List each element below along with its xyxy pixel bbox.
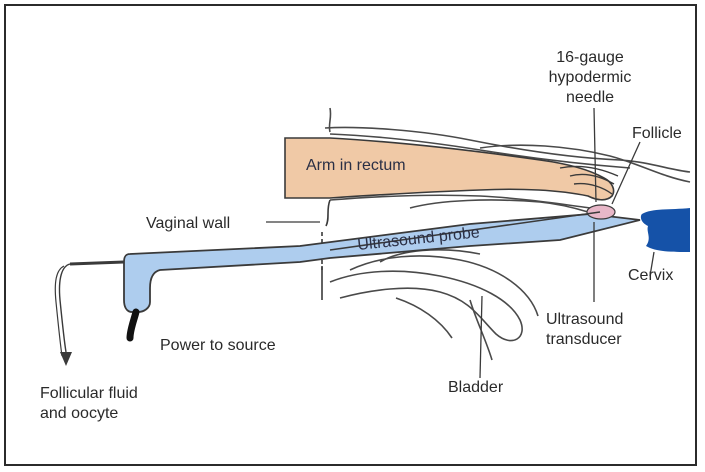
needle-label-line2: hypodermic <box>549 69 632 86</box>
cervix <box>641 208 690 252</box>
power-label: Power to source <box>160 337 276 354</box>
power-cord <box>130 312 136 338</box>
fluid-label-line1: Follicular fluid <box>40 385 138 402</box>
arm-label: Arm in rectum <box>306 157 406 174</box>
cervix-label: Cervix <box>628 267 673 284</box>
fluid-label-line2: and oocyte <box>40 405 118 422</box>
bladder-shape <box>330 250 538 360</box>
follicle-label: Follicle <box>632 125 682 142</box>
vaginal-wall-label: Vaginal wall <box>146 215 230 232</box>
transducer-label-line1: Ultrasound <box>546 311 623 328</box>
transducer-label-line2: transducer <box>546 331 622 348</box>
needle-label-line1: 16-gauge <box>556 49 624 66</box>
needle-tube <box>55 262 124 356</box>
follicle <box>587 205 615 219</box>
needle-label-line3: needle <box>566 89 614 106</box>
bladder-label: Bladder <box>448 379 504 396</box>
fluid-arrow <box>60 352 72 366</box>
